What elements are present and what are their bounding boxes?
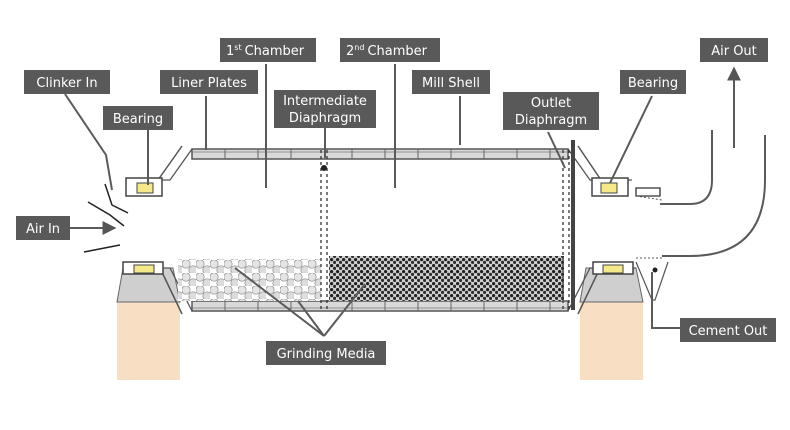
svg-text:Cement Out: Cement Out [689,324,768,339]
svg-text:Bearing: Bearing [113,112,163,127]
svg-text:Clinker In: Clinker In [36,76,97,91]
svg-text:Liner Plates: Liner Plates [171,76,247,91]
inlet-lines [83,183,129,253]
label-bearing-left: Bearing [103,106,173,130]
label-liner-plates: Liner Plates [160,70,258,94]
mill-shell [124,140,636,315]
label-air-out: Air Out [700,38,768,62]
svg-text:Outlet: Outlet [531,96,571,111]
svg-text:Diaphragm: Diaphragm [289,111,361,126]
svg-text:Grinding Media: Grinding Media [277,347,376,362]
label-bearing-right: Bearing [620,70,686,94]
svg-text:Air Out: Air Out [711,44,757,59]
label-cement-out: Cement Out [680,318,776,342]
left-bearing [122,177,164,275]
intermediate-diaphragm [320,150,328,310]
label-outlet-diaphragm: Outlet Diaphragm [503,92,599,130]
outlet-diaphragm [562,150,570,310]
svg-text:Intermediate: Intermediate [283,94,367,109]
svg-text:Mill Shell: Mill Shell [422,76,480,91]
svg-text:Air In: Air In [26,222,60,237]
right-bearing [591,177,634,275]
fine-grinding-media [329,256,564,301]
right-pier [579,267,644,380]
label-grinding-media: Grinding Media [266,341,386,365]
svg-text:Diaphragm: Diaphragm [515,113,587,128]
label-intermediate-diaphragm: Intermediate Diaphragm [274,90,376,128]
label-air-in: Air In [16,216,70,240]
svg-text:Bearing: Bearing [628,76,678,91]
outlet-duct [635,130,766,301]
left-pier [116,267,181,380]
label-mill-shell: Mill Shell [412,70,490,94]
label-clinker-in: Clinker In [24,70,110,94]
leader-lines [64,64,741,337]
